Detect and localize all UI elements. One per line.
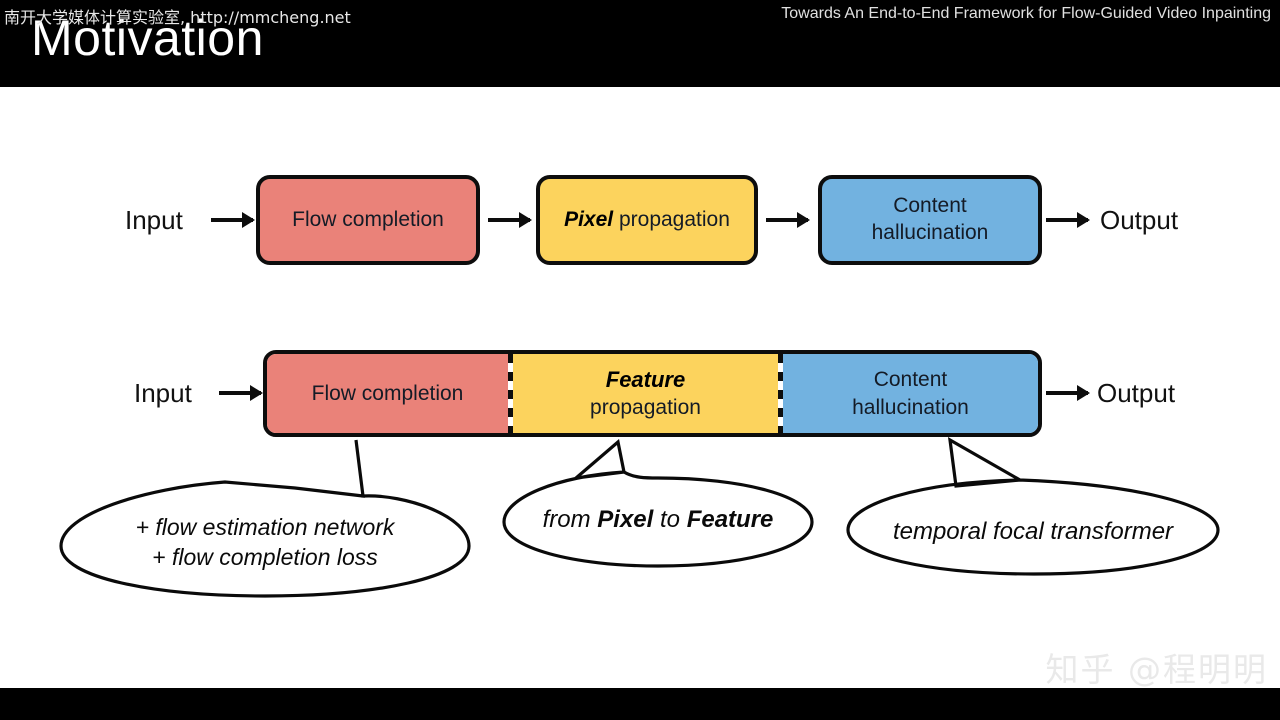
top-stage-flow-completion: Flow completion — [256, 175, 480, 265]
callout-3-text: temporal focal transformer — [842, 516, 1224, 548]
top-stage-content-hallucination: Content hallucination — [818, 175, 1042, 265]
callout-1-line-2: + flow completion loss — [152, 544, 378, 571]
callout-2-text: from Pixel to Feature — [498, 504, 818, 536]
top-stage-content-hallucination-label: Content hallucination — [871, 194, 989, 244]
top-pipeline-input-label: Input — [125, 205, 183, 235]
dashed-separator-2 — [778, 354, 783, 433]
callout-2-bold-pixel: Pixel — [597, 506, 654, 533]
merged-pipeline-bar: Flow completion Feature propagation Cont… — [263, 350, 1042, 437]
bottom-pipeline-output-label: Output — [1097, 378, 1176, 408]
top-arrow-input-to-stage1 — [211, 212, 255, 228]
slide-footer-bar — [0, 688, 1280, 720]
bottom-pipeline-input-label: Input — [134, 378, 192, 408]
bottom-stage-flow-completion: Flow completion — [267, 354, 508, 433]
page-title: Motivation — [31, 10, 264, 66]
callout-2-middle: to — [653, 506, 687, 533]
top-stage-propagation-label: propagation — [613, 207, 730, 231]
callout-1-bubble-shape — [59, 439, 471, 598]
top-arrow-stage2-to-stage3 — [766, 212, 810, 228]
callout-content-hallucination: temporal focal transformer — [842, 437, 1224, 578]
callout-2-bold-feature: Feature — [686, 506, 774, 533]
top-stage-pixel-propagation-text: Pixel propagation — [564, 207, 730, 234]
callout-3-line-1: temporal focal transformer — [892, 518, 1174, 545]
zhihu-watermark: 知乎 @程明明 — [1045, 650, 1268, 689]
bottom-stage-content-hallucination: Content hallucination — [783, 354, 1038, 433]
top-stage-pixel-emphasis: Pixel — [564, 207, 614, 231]
dashed-separator-1 — [508, 354, 513, 433]
bottom-stage-content-hallucination-label: Content hallucination — [852, 367, 969, 419]
footer-lab-credit: 南开大学媒体计算实验室, http://mmcheng.net — [4, 8, 351, 27]
footer-paper-title: Towards An End-to-End Framework for Flow… — [781, 5, 1271, 22]
bottom-stage-feature-propagation: Feature propagation — [513, 354, 778, 433]
top-arrow-stage3-to-output — [1046, 212, 1090, 228]
callout-flow-completion: + flow estimation network + flow complet… — [55, 438, 475, 598]
top-stage-pixel-propagation: Pixel propagation — [536, 175, 758, 265]
callout-feature-propagation: from Pixel to Feature — [498, 439, 818, 570]
callout-3-bubble-shape — [846, 437, 1220, 576]
bottom-stage-flow-completion-label: Flow completion — [311, 381, 464, 405]
slide-header-bar — [0, 0, 1280, 87]
callout-2-prefix: from — [542, 506, 598, 533]
bottom-stage-feature-emphasis: Feature — [605, 367, 686, 393]
bottom-stage-propagation-label: propagation — [590, 396, 701, 420]
bottom-arrow-bar-to-output — [1046, 385, 1090, 401]
bottom-arrow-input-to-bar — [219, 385, 263, 401]
callout-1-line-1: + flow estimation network — [135, 514, 395, 540]
callout-2-bubble-shape — [502, 439, 814, 568]
top-arrow-stage1-to-stage2 — [488, 212, 532, 228]
top-stage-flow-completion-label: Flow completion — [292, 207, 444, 231]
callout-1-text: + flow estimation network + flow complet… — [55, 512, 475, 573]
top-pipeline-output-label: Output — [1100, 205, 1179, 235]
